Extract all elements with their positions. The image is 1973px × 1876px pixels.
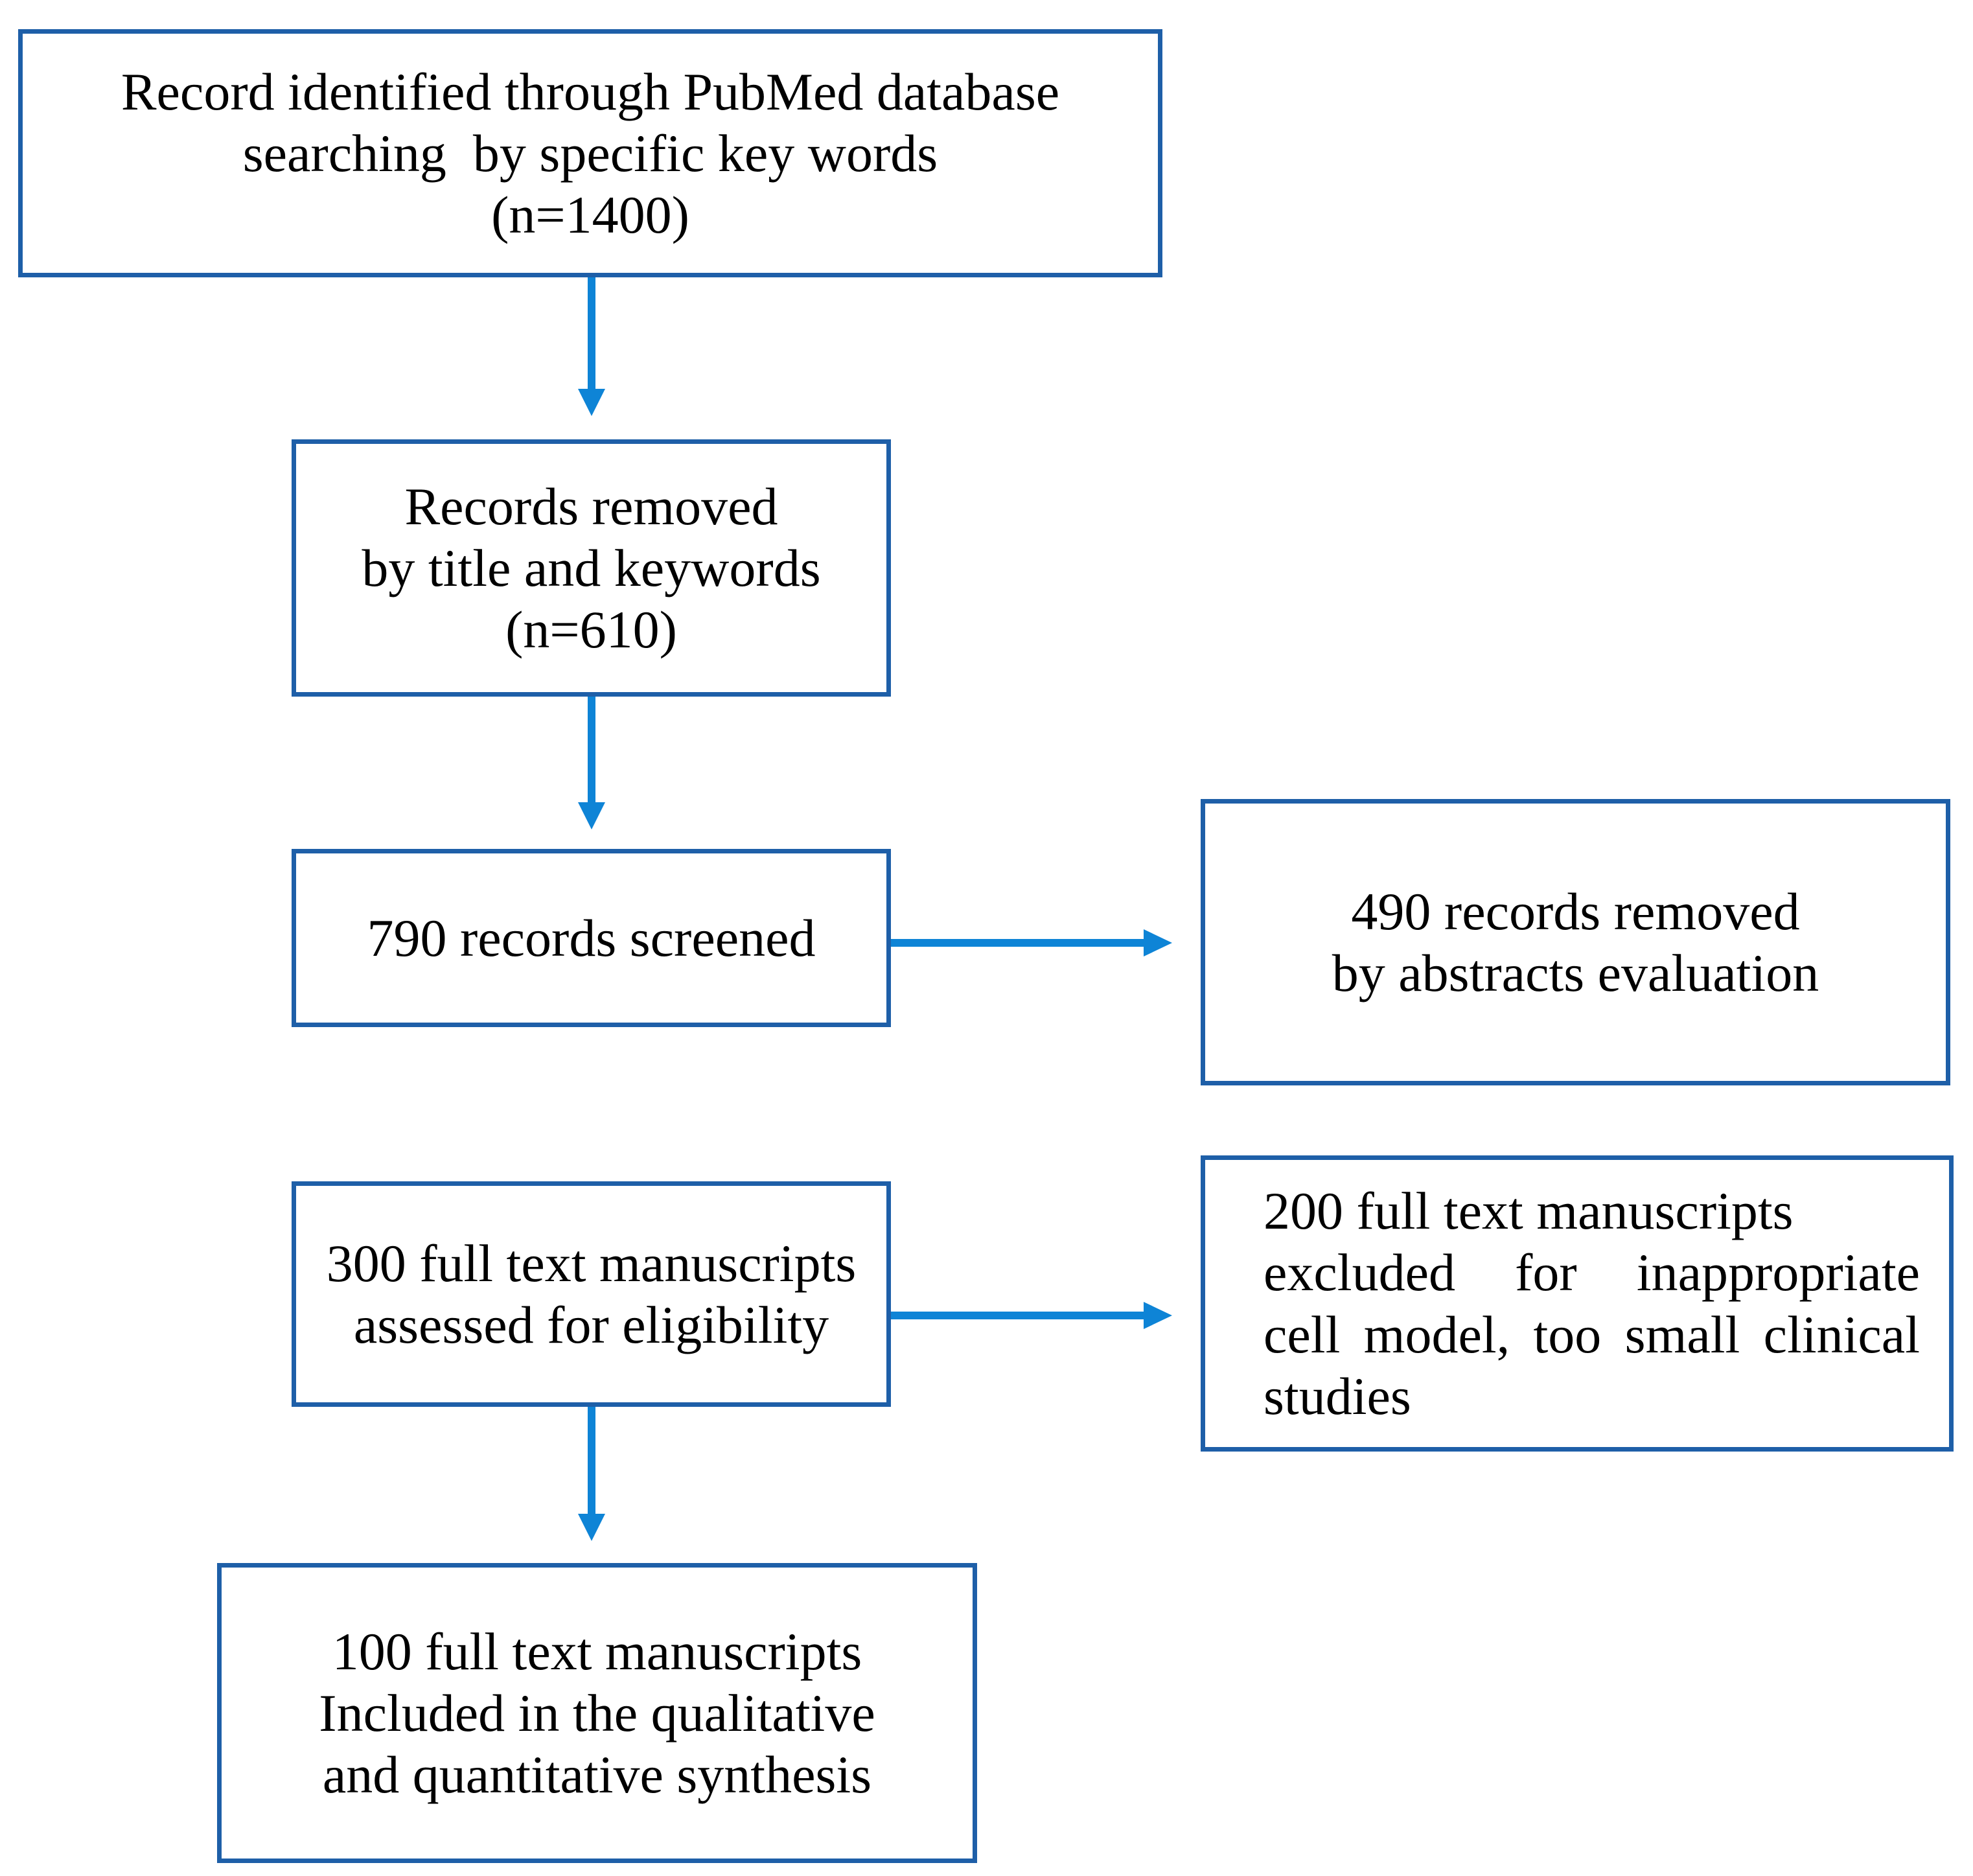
box-fulltext-assessed: 300 full text manuscripts assessed for e… [292, 1181, 891, 1407]
records-removed-abstracts-text: 490 records removed by abstracts evaluat… [1332, 881, 1819, 1002]
arrow-head-down-icon [578, 389, 605, 416]
arrow-stem [891, 939, 1144, 947]
fulltext-excluded-line: cell model, too small clinical [1263, 1304, 1920, 1364]
records-screened-text: 790 records screened [367, 908, 816, 967]
arrow-head-down-icon [578, 802, 605, 829]
arrow-head-down-icon [578, 1514, 605, 1541]
box-records-identified: Record identified through PubMed databas… [18, 29, 1162, 277]
arrow-stem [891, 1312, 1144, 1319]
fulltext-excluded-line: studies [1263, 1366, 1411, 1426]
fulltext-excluded-line: 200 full text manuscripts [1263, 1181, 1794, 1241]
arrow-head-right-icon [1144, 929, 1172, 956]
fulltext-excluded-line: excluded for inappropriate [1263, 1243, 1920, 1303]
fulltext-included-text: 100 full text manuscripts Included in th… [319, 1621, 875, 1805]
records-removed-title-keywords-text: Records removed by title and keywords (n… [362, 476, 821, 660]
records-identified-text: Record identified through PubMed databas… [121, 62, 1060, 245]
arrow-stem [588, 697, 595, 802]
arrow-stem [588, 277, 595, 389]
arrow-stem [588, 1407, 595, 1514]
box-fulltext-included: 100 full text manuscripts Included in th… [217, 1563, 977, 1863]
box-fulltext-excluded: 200 full text manuscripts excluded for i… [1201, 1155, 1954, 1452]
fulltext-excluded-text: 200 full text manuscripts excluded for i… [1205, 1180, 1949, 1426]
arrow-head-right-icon [1144, 1302, 1172, 1329]
box-records-removed-title-keywords: Records removed by title and keywords (n… [292, 439, 891, 697]
box-records-screened: 790 records screened [292, 849, 891, 1027]
box-records-removed-abstracts: 490 records removed by abstracts evaluat… [1201, 799, 1950, 1085]
fulltext-assessed-text: 300 full text manuscripts assessed for e… [326, 1233, 857, 1354]
